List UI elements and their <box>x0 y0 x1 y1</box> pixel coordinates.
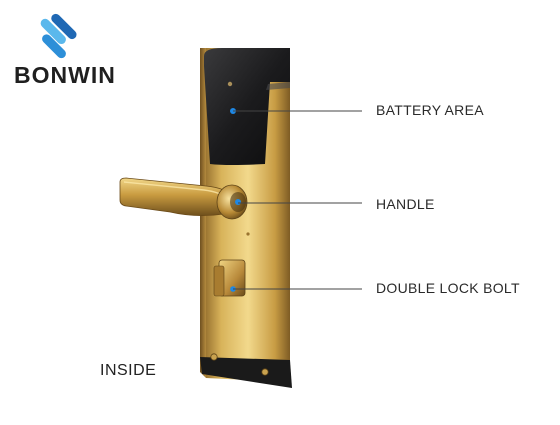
screw-icon <box>210 353 218 361</box>
cover-screw <box>227 81 233 87</box>
battery-cover <box>204 48 290 165</box>
lock-bolt-knob <box>213 259 246 297</box>
double-lock-bolt-label: DOUBLE LOCK BOLT <box>376 280 520 296</box>
lever-handle <box>119 177 248 220</box>
inside-label: INSIDE <box>100 362 157 379</box>
brand-name: BONWIN <box>14 62 116 88</box>
handle-label: HANDLE <box>376 196 435 212</box>
bottom-cap <box>200 357 292 388</box>
cover-highlight <box>266 82 290 90</box>
battery-area-label: BATTERY AREA <box>376 102 484 118</box>
screw-icon <box>261 368 269 376</box>
bonwin-logo-icon <box>40 13 77 59</box>
keyhole-icon <box>246 232 250 236</box>
